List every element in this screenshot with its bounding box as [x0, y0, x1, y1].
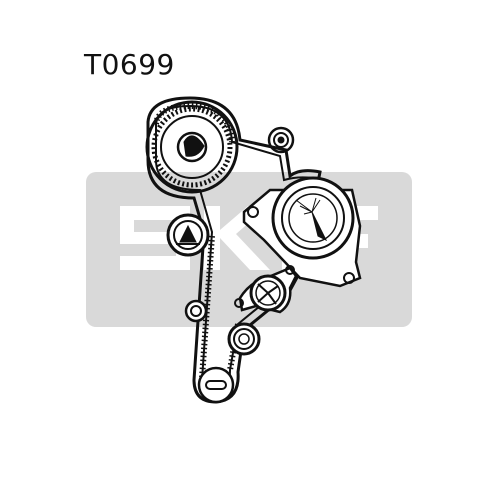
- part-number: T0699: [84, 48, 175, 81]
- idler-pulley-lower: [227, 322, 261, 356]
- injection-pump-hub-detail: [295, 197, 328, 242]
- water-pump-pulley: [234, 265, 298, 314]
- tensioner-pulley: [166, 213, 210, 257]
- crankshaft-sprocket: [197, 366, 235, 404]
- injection-pump-sprocket: [242, 176, 362, 288]
- idler-pulley-upper: [267, 126, 295, 154]
- camshaft-sprocket: [145, 100, 239, 194]
- small-idler: [184, 299, 208, 323]
